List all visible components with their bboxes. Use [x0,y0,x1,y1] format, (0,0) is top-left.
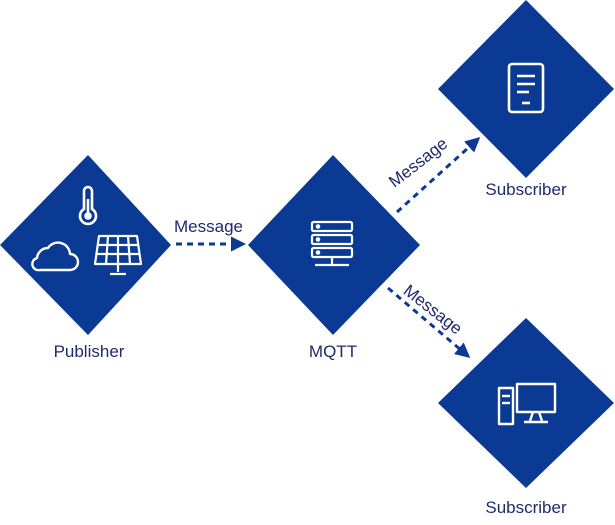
edge-broker-to-subscriber-top [395,136,481,214]
thermometer-icon [78,185,98,226]
subscriber-bottom-label: Subscriber [485,498,567,517]
cloud-icon [31,241,80,272]
desktop-computer-icon [497,382,557,426]
publisher-node [0,155,171,335]
edge-label-publisher-broker: Message [174,217,243,236]
subscriber-bottom-node [438,318,614,488]
broker-label: MQTT [308,342,358,361]
solar-panel-icon [93,234,143,276]
publisher-label: Publisher [53,342,125,361]
subscriber-top-node [438,0,614,178]
tablet-icon [507,62,545,114]
subscriber-top-label: Subscriber [485,180,567,199]
server-icon [310,220,354,267]
